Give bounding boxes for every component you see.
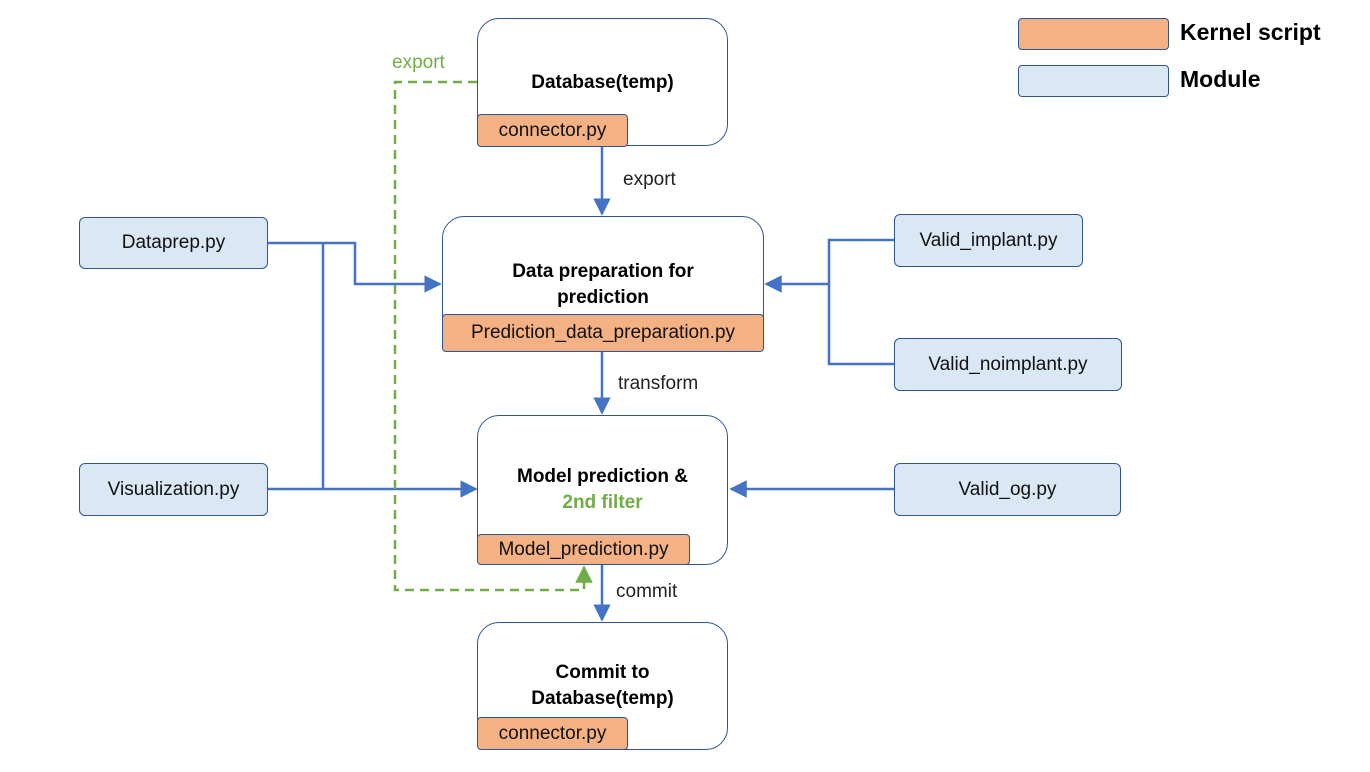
model-prediction-script: Model_prediction.py [477,534,690,565]
legend-swatch-kernel [1018,18,1169,50]
model-prediction-title: Model prediction & 2nd filter [517,466,688,513]
edge-label-export: export [623,169,676,190]
legend-label-kernel: Kernel script [1180,19,1321,45]
module-visualization: Visualization.py [79,463,268,516]
module-valid-noimplant: Valid_noimplant.py [894,338,1122,391]
module-valid-implant: Valid_implant.py [894,214,1083,267]
module-dataprep: Dataprep.py [79,217,268,269]
prediction-data-preparation-script: Prediction_data_preparation.py [442,314,764,352]
edge-database-feedback-export [393,80,593,592]
legend-swatch-module [1018,65,1169,97]
edge-label-export-feedback: export [392,52,445,73]
edge-valid-implant-to-preparation [827,238,894,284]
database-connector-script: connector.py [477,114,628,147]
module-valid-og: Valid_og.py [894,463,1121,516]
edge-valid-noimplant-to-preparation [764,275,894,366]
legend-label-module: Module [1180,66,1261,92]
edge-dataprep-to-preparation [268,241,442,293]
data-preparation-title: Data preparation for prediction [512,261,694,308]
database-export-title: Database(temp) [531,72,674,93]
commit-database-title: Commit to Database(temp) [531,662,674,709]
commit-connector-script: connector.py [477,717,628,750]
edge-label-commit: commit [616,581,678,602]
edge-label-transform: transform [618,373,699,394]
